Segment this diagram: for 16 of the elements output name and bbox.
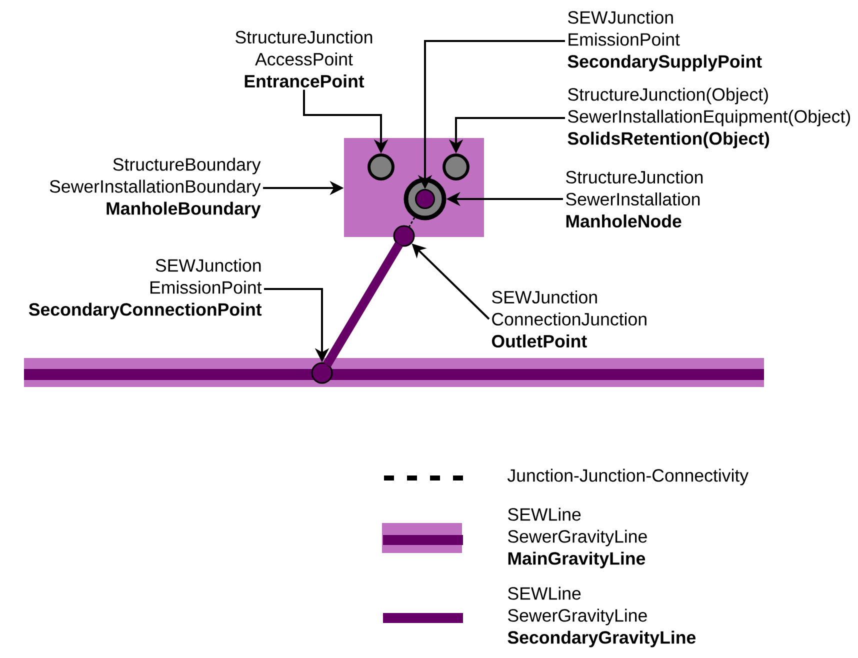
callout-label: SEWJunction ConnectionJunction OutletPoint bbox=[492, 290, 646, 348]
callout-label: SEWJunction EmissionPoint SecondaryConnectionPoint bbox=[28, 258, 262, 320]
callout-label: StructureBoundary SewerInstallationBoundary ManholeBoundary bbox=[50, 158, 261, 218]
junction-circle bbox=[442, 154, 470, 180]
junction-dot bbox=[393, 225, 415, 247]
callout-label: StructureJunction SewerInstallation ManholeNode bbox=[566, 170, 703, 228]
legend-label: SEWLine SewerGravityLine SecondaryGravityLine bbox=[508, 586, 696, 648]
callout-label: StructureJunction AccessPoint EntrancePoint bbox=[236, 30, 372, 88]
callout-label: SEWJunction EmissionPoint SecondarySupplyPoint bbox=[568, 10, 762, 72]
callout-label: StructureJunction(Object) SewerInstallationEquipment(Object) SolidsRetention(Object) bbox=[568, 88, 850, 148]
legend-label: SEWLine SewerGravityLine MainGravityLine bbox=[508, 508, 647, 568]
dashed-connector bbox=[408, 217, 416, 228]
pipe-line bbox=[323, 242, 403, 368]
junction-circle bbox=[368, 154, 394, 180]
legend-label: Junction-Junction-Connectivity bbox=[508, 468, 749, 486]
junction-dot bbox=[311, 362, 333, 384]
